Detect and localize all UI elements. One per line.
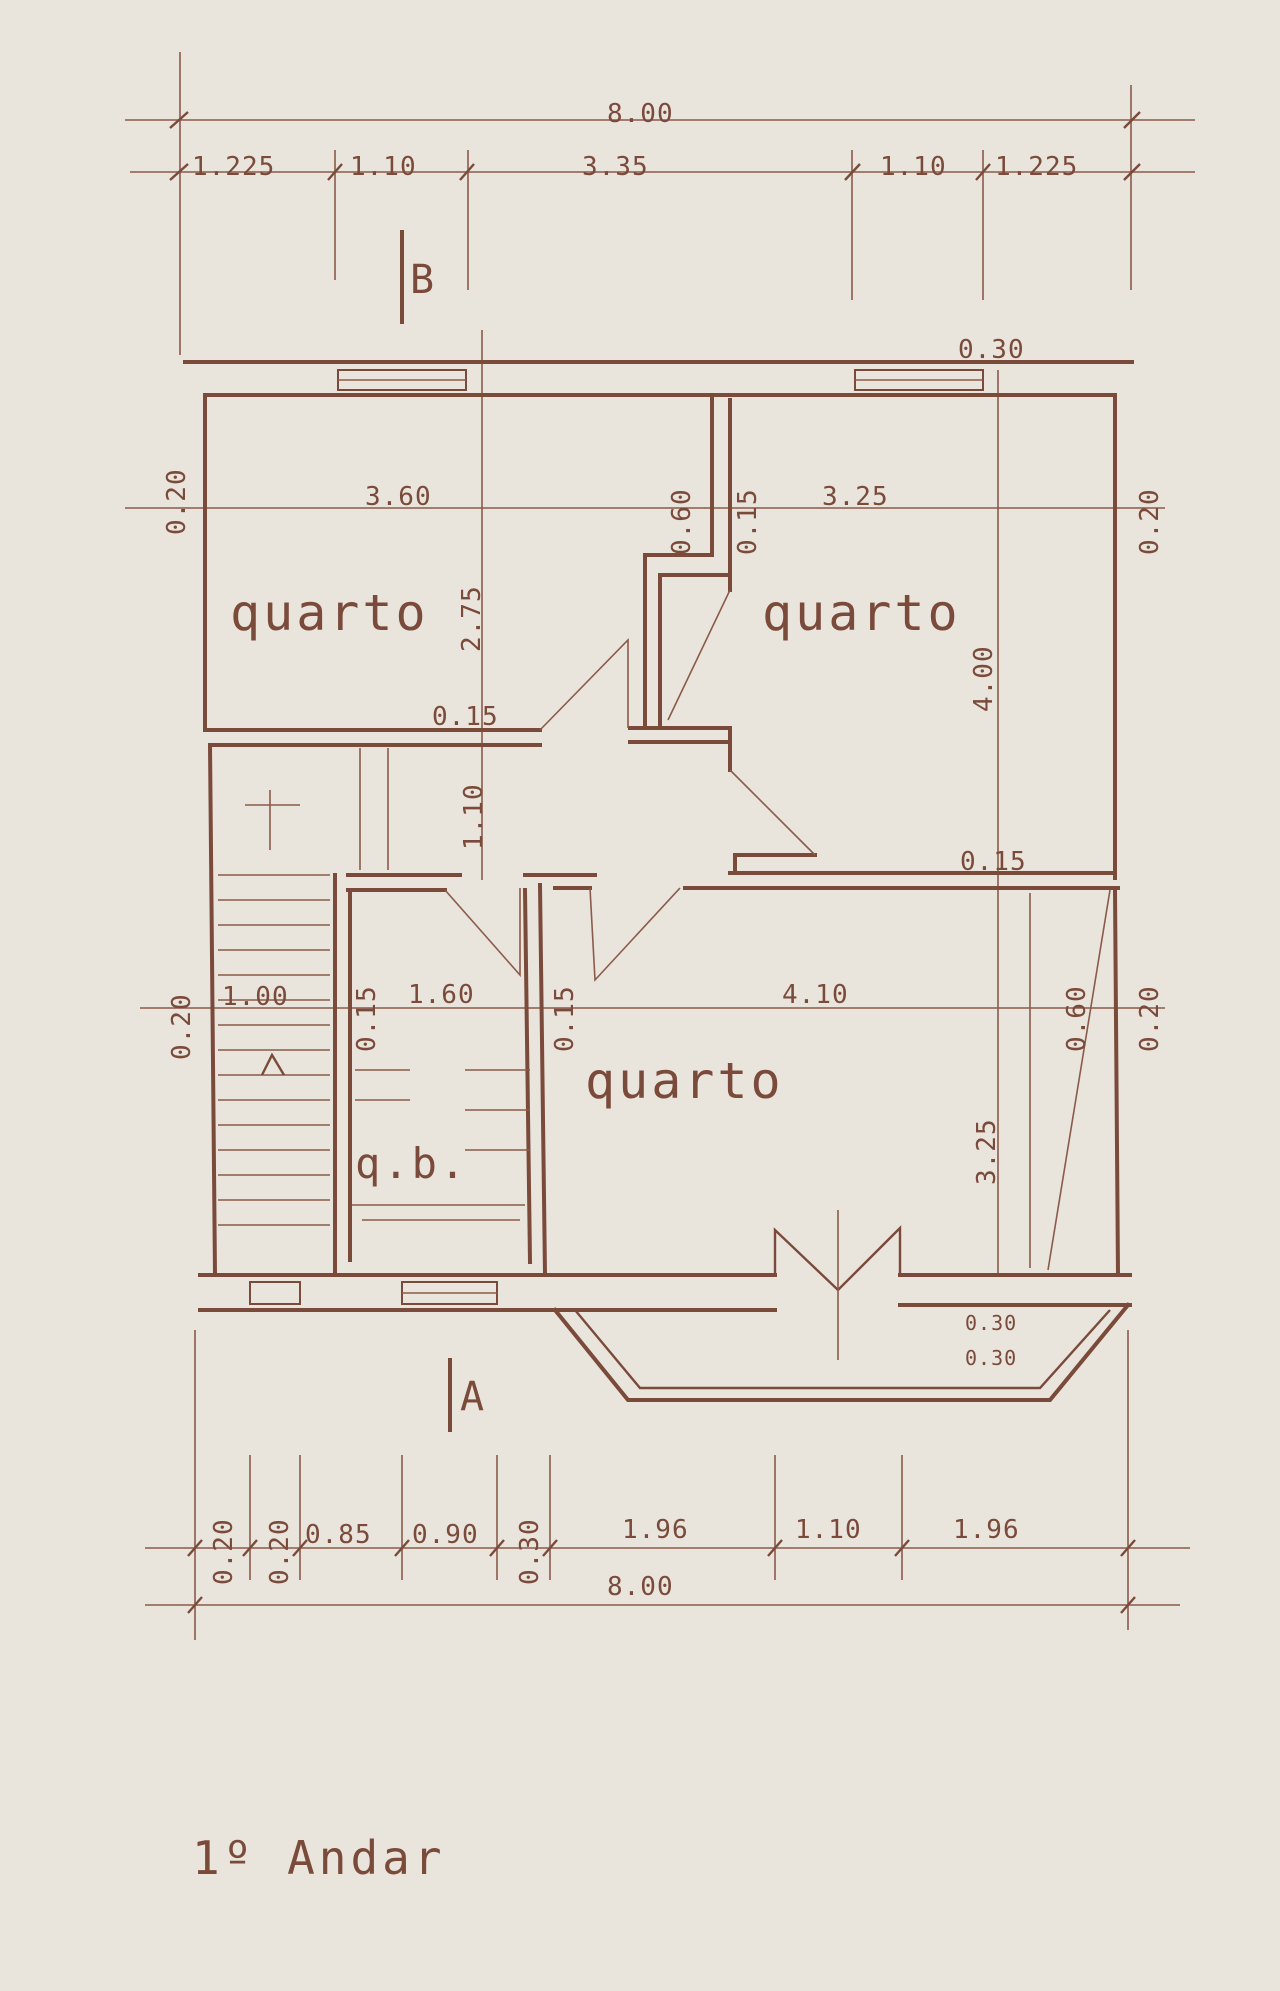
dim-bottom-seg7: 1.10	[795, 1515, 862, 1545]
dim-bottom-seg6: 1.96	[622, 1515, 689, 1545]
dim-balcony-wall2: 0.30	[965, 1346, 1017, 1370]
dim-partition3: 0.15	[352, 985, 382, 1052]
dim-bottom-seg3: 0.85	[305, 1520, 372, 1550]
dim-room2-depth: 4.00	[969, 645, 999, 712]
dim-top-seg2: 1.10	[350, 152, 417, 182]
dimension-labels: 8.00 1.225 1.10 3.35 1.10 1.225 0.30 0.2…	[162, 99, 1165, 1602]
dimension-lines	[125, 52, 1195, 1640]
dim-wall-left-lower: 0.20	[167, 993, 197, 1060]
dim-bottom-seg5: 0.30	[515, 1518, 545, 1585]
dim-top-seg1: 1.225	[192, 152, 275, 182]
doors	[444, 589, 1111, 1360]
dim-room2-width: 3.25	[822, 482, 889, 512]
dim-wc-width: 1.60	[408, 980, 475, 1010]
dim-bottom-seg2: 0.20	[265, 1518, 295, 1585]
dim-closet-width: 0.60	[1062, 985, 1092, 1052]
dim-wall-top-right: 0.30	[958, 335, 1025, 365]
dim-top-seg5: 1.225	[995, 152, 1078, 182]
room-label-wc: q.b.	[355, 1139, 468, 1188]
dim-bottom-seg1: 0.20	[209, 1518, 239, 1585]
dim-wall-mid-left: 0.15	[432, 702, 499, 732]
room-label-quarto-top-left: quarto	[230, 584, 429, 642]
dim-wall-right-lower: 0.20	[1135, 985, 1165, 1052]
section-mark-a: A	[460, 1374, 484, 1420]
dim-bottom-seg8: 1.96	[953, 1515, 1020, 1545]
walls	[183, 360, 1134, 1402]
staircase	[218, 748, 389, 1226]
section-mark-b: B	[410, 257, 434, 303]
dim-wall-left-upper: 0.20	[162, 468, 192, 535]
dim-top-total: 8.00	[607, 99, 674, 129]
floor-title: 1º Andar	[192, 1831, 446, 1885]
wc-fixtures	[352, 1069, 530, 1221]
dim-bottom-total: 8.00	[607, 1572, 674, 1602]
dim-room1-depth: 2.75	[457, 585, 487, 652]
dim-partition4: 0.15	[550, 985, 580, 1052]
dim-stair-width: 1.00	[222, 982, 289, 1012]
dim-wall-right-upper: 0.20	[1135, 488, 1165, 555]
dim-top-seg3: 3.35	[582, 152, 649, 182]
room-label-quarto-bottom-right: quarto	[585, 1052, 784, 1110]
dim-hall-depth: 1.10	[459, 783, 489, 850]
dim-partition2: 0.15	[733, 488, 763, 555]
dim-room1-width: 3.60	[365, 482, 432, 512]
dim-partition1: 0.60	[667, 488, 697, 555]
dim-balcony-wall1: 0.30	[965, 1311, 1017, 1335]
section-markers: B A	[400, 230, 484, 1432]
room-label-quarto-top-right: quarto	[762, 584, 961, 642]
dim-bottom-seg4: 0.90	[412, 1520, 479, 1550]
dim-wall-mid-right: 0.15	[960, 847, 1027, 877]
dim-room3-depth: 3.25	[972, 1118, 1002, 1185]
dim-room3-width: 4.10	[782, 980, 849, 1010]
dim-top-seg4: 1.10	[880, 152, 947, 182]
